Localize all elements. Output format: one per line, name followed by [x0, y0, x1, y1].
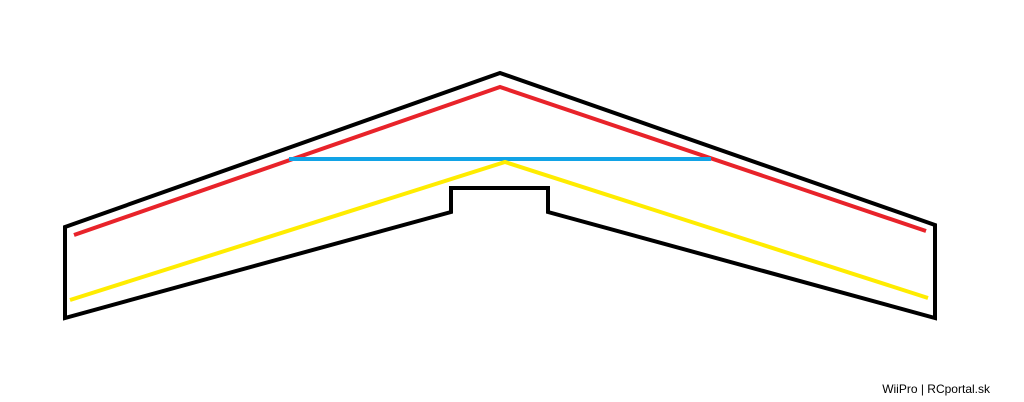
yellow-line: [69, 159, 929, 302]
credit-text: WiiPro | RCportal.sk: [882, 382, 990, 396]
red-line: [73, 84, 927, 237]
wing-outline: [63, 70, 937, 321]
